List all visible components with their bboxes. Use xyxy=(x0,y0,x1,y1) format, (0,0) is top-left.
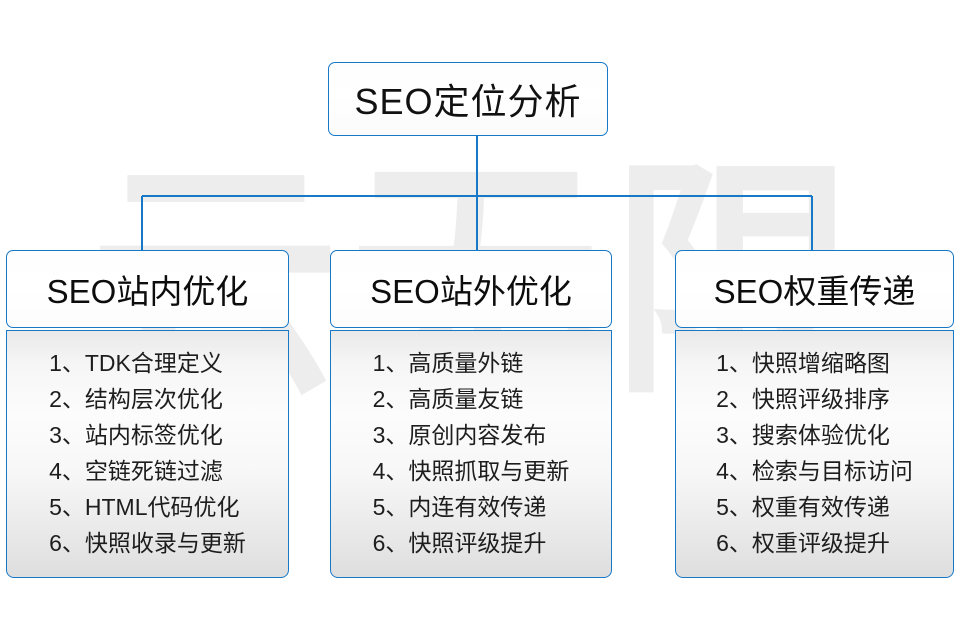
branch-header-3-label: SEO权重传递 xyxy=(713,273,916,310)
list-item: 4、检索与目标访问 xyxy=(716,458,913,484)
list-item: 6、快照评级提升 xyxy=(372,530,547,556)
branch-column-1: SEO站内优化 1、TDK合理定义 2、结构层次优化 3、站内标签优化 4、空链… xyxy=(6,250,289,578)
branch-header-1[interactable]: SEO站内优化 xyxy=(6,250,289,328)
list-item: 4、空链死链过滤 xyxy=(49,458,223,484)
list-item: 1、TDK合理定义 xyxy=(49,350,223,376)
root-node[interactable]: SEO定位分析 xyxy=(328,62,608,136)
branch-body-3: 1、快照增缩略图 2、快照评级排序 3、搜索体验优化 4、检索与目标访问 5、权… xyxy=(675,330,954,578)
branch-list-3: 1、快照增缩略图 2、快照评级排序 3、搜索体验优化 4、检索与目标访问 5、权… xyxy=(716,345,913,561)
branch-column-2: SEO站外优化 1、高质量外链 2、高质量友链 3、原创内容发布 4、快照抓取与… xyxy=(330,250,612,578)
branch-list-1: 1、TDK合理定义 2、结构层次优化 3、站内标签优化 4、空链死链过滤 5、H… xyxy=(49,345,246,561)
list-item: 6、权重评级提升 xyxy=(716,530,890,556)
branch-header-3[interactable]: SEO权重传递 xyxy=(675,250,954,328)
root-node-title: SEO定位分析 xyxy=(354,81,582,122)
list-item: 6、快照收录与更新 xyxy=(49,530,246,556)
list-item: 4、快照抓取与更新 xyxy=(372,458,570,484)
list-item: 3、站内标签优化 xyxy=(49,422,223,448)
list-item: 2、结构层次优化 xyxy=(49,386,223,412)
list-item: 5、权重有效传递 xyxy=(716,494,890,520)
branch-header-2[interactable]: SEO站外优化 xyxy=(330,250,612,328)
branch-column-3: SEO权重传递 1、快照增缩略图 2、快照评级排序 3、搜索体验优化 4、检索与… xyxy=(675,250,954,578)
branch-body-2: 1、高质量外链 2、高质量友链 3、原创内容发布 4、快照抓取与更新 5、内连有… xyxy=(330,330,612,578)
list-item: 2、快照评级排序 xyxy=(716,386,890,412)
list-item: 1、高质量外链 xyxy=(372,350,524,376)
list-item: 5、内连有效传递 xyxy=(372,494,547,520)
branch-list-2: 1、高质量外链 2、高质量友链 3、原创内容发布 4、快照抓取与更新 5、内连有… xyxy=(373,345,570,561)
list-item: 5、HTML代码优化 xyxy=(49,494,240,520)
list-item: 1、快照增缩略图 xyxy=(716,350,890,376)
list-item: 3、原创内容发布 xyxy=(372,422,547,448)
list-item: 2、高质量友链 xyxy=(372,386,524,412)
branch-body-1: 1、TDK合理定义 2、结构层次优化 3、站内标签优化 4、空链死链过滤 5、H… xyxy=(6,330,289,578)
branch-header-2-label: SEO站外优化 xyxy=(370,273,572,310)
list-item: 3、搜索体验优化 xyxy=(716,422,890,448)
branch-header-1-label: SEO站内优化 xyxy=(46,273,249,310)
